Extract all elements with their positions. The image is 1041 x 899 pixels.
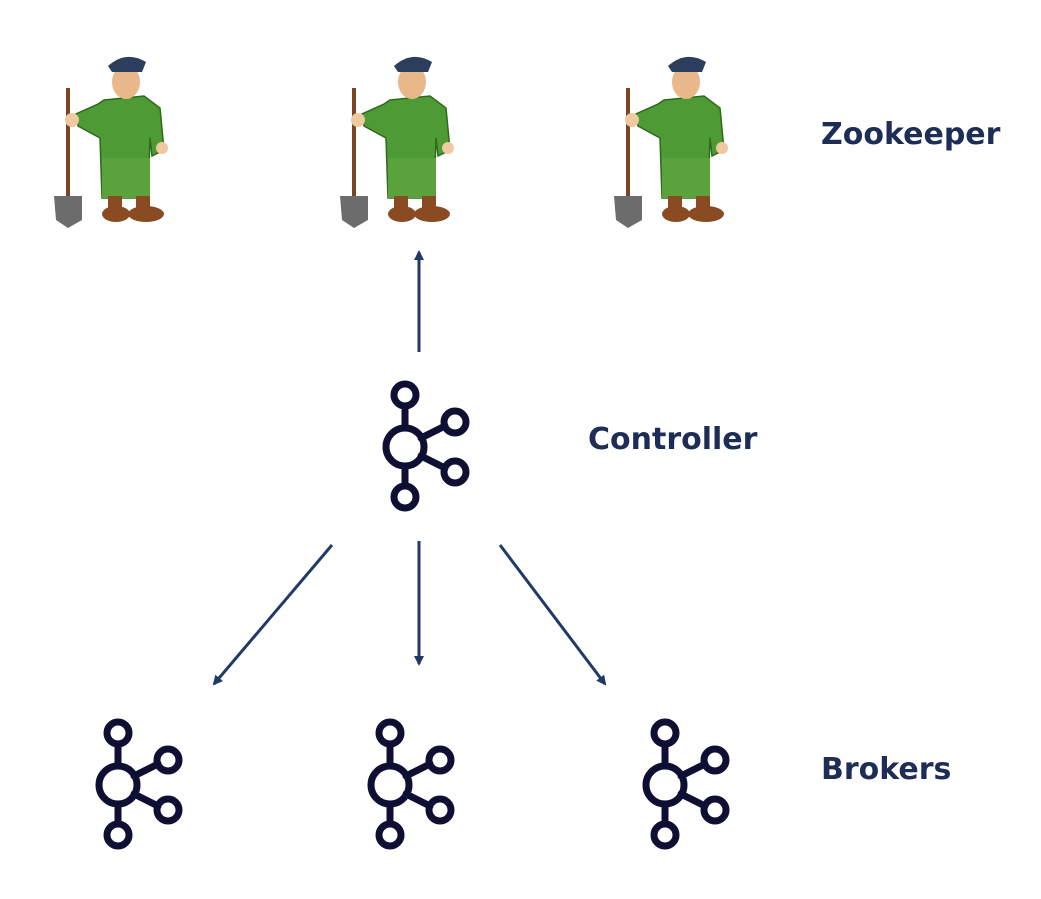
arrow-controller-to-broker-3 <box>498 544 607 686</box>
controller-label: Controller <box>588 422 758 457</box>
broker-3-kafka-icon <box>646 722 726 846</box>
zookeeper-node-3 <box>613 56 729 229</box>
zookeeper-node-2 <box>339 56 455 229</box>
broker-2-kafka-icon <box>371 722 451 846</box>
broker-1-kafka-icon <box>99 722 179 846</box>
brokers-label: Brokers <box>821 752 952 787</box>
zookeeper-label: Zookeeper <box>821 117 1001 152</box>
controller-kafka-icon <box>386 384 466 508</box>
zookeeper-node-1 <box>53 56 169 229</box>
arrow-controller-to-broker-1 <box>212 544 334 686</box>
